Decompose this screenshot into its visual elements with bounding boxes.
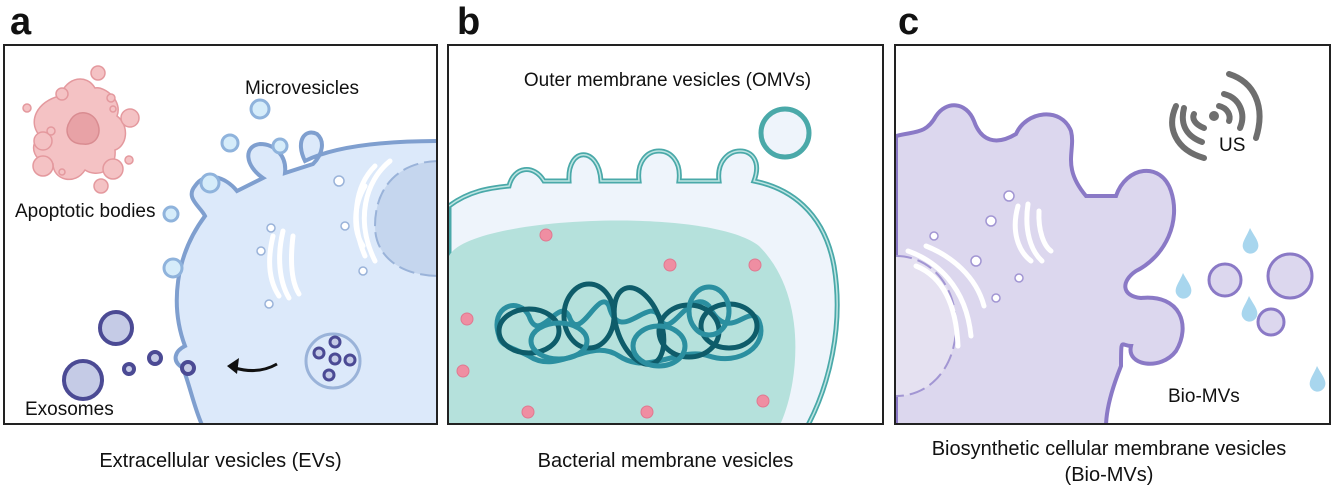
label-microvesicles: Microvesicles — [245, 78, 360, 99]
panel-letter-c: c — [898, 1, 920, 43]
label-exosomes: Exosomes — [25, 399, 114, 420]
ribosomes — [456, 228, 770, 419]
panel-a-frame: Microvesicles Apoptotic bodies Exosomes — [3, 44, 438, 425]
apoptotic-body-icon — [22, 65, 140, 194]
caption-c: Biosynthetic cellular membrane vesicles … — [884, 436, 1333, 488]
panel-letter-a: a — [10, 1, 32, 43]
golgi-icon — [1012, 201, 1054, 264]
label-apoptotic-bodies: Apoptotic bodies — [15, 201, 156, 222]
er-icon — [353, 158, 393, 264]
label-bio-mvs: Bio-MVs — [1168, 386, 1240, 407]
label-us: US — [1219, 135, 1246, 156]
bacteria-illustration — [449, 106, 840, 423]
ev-illustration — [22, 65, 436, 423]
omv-vesicle — [758, 106, 812, 160]
exosomes — [62, 310, 196, 401]
caption-b: Bacterial membrane vesicles — [537, 450, 794, 472]
dna-nucleoid — [494, 281, 764, 369]
er-icon — [905, 243, 987, 349]
cell-body — [173, 130, 436, 423]
arrow-icon — [234, 362, 278, 373]
caption-c-line1: Biosynthetic cellular membrane vesicles — [931, 438, 1287, 460]
microvesicles — [162, 98, 289, 279]
intraluminal-vesicles — [312, 335, 357, 382]
panel-b-frame: Outer membrane vesicles (OMVs) — [447, 44, 884, 425]
golgi-icon — [267, 228, 302, 301]
ultrasound-icon — [1169, 71, 1263, 161]
panel-c-frame: US Bio-MVs — [894, 44, 1331, 425]
label-omvs: Outer membrane vesicles (OMVs) — [523, 70, 812, 91]
panel-letter-b: b — [457, 1, 481, 43]
caption-c-line2: (Bio-MVs) — [1064, 464, 1154, 486]
droplets-icon — [1175, 228, 1326, 392]
bio-mvs — [1207, 252, 1314, 337]
nucleus — [373, 160, 436, 277]
caption-a: Extracellular vesicles (EVs) — [99, 450, 342, 472]
biomv-cell — [896, 103, 1185, 423]
biomv-illustration — [896, 71, 1326, 423]
